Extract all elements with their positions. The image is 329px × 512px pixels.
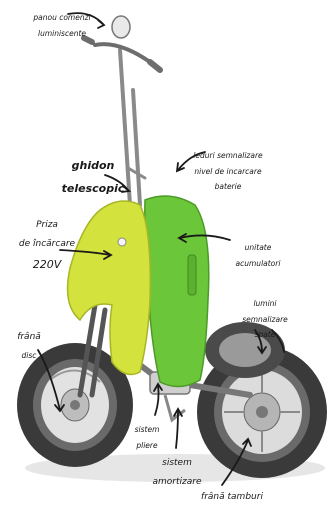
- label-line: acumulatori: [225, 260, 291, 268]
- battery-led-strip: [188, 255, 196, 295]
- label-line: baterie: [182, 183, 274, 191]
- label-line: panou comenzi: [26, 14, 98, 22]
- label-line: leduri semnalizare: [182, 152, 274, 160]
- label-line: sistem: [142, 459, 212, 468]
- label-drum-brake: frână tamburi: [172, 484, 292, 512]
- label-line: ghidon: [58, 160, 128, 172]
- label-line: frână: [4, 333, 54, 342]
- label-line: luminiscente: [26, 30, 98, 38]
- label-line: unitate: [225, 244, 291, 252]
- label-line: lumini: [232, 300, 298, 308]
- label-line: pliere: [126, 442, 168, 450]
- label-line: sistem: [126, 426, 168, 434]
- label-handlebar: ghidon telescopic: [58, 148, 128, 206]
- label-display-panel: panou comenzi luminiscente: [26, 6, 98, 45]
- label-line: 220V: [12, 259, 82, 271]
- label-line: semnalizare: [232, 316, 298, 324]
- charging-socket: [118, 238, 126, 246]
- label-line: spate: [232, 331, 298, 339]
- scooter-sketch: panou comenzi luminiscente ghidon telesc…: [0, 0, 329, 501]
- label-charging-socket: Priza de încărcare 220V: [12, 212, 82, 280]
- label-line: de încărcare: [12, 240, 82, 249]
- label-battery-leds: leduri semnalizare nivel de incarcare ba…: [182, 144, 274, 199]
- label-line: nivel de incarcare: [182, 168, 274, 176]
- label-signal-lights: lumini semnalizare spate: [232, 292, 298, 347]
- rear-body: [145, 196, 209, 387]
- label-line: telescopic: [58, 183, 128, 195]
- label-line: Priza: [12, 221, 82, 230]
- label-line: frână tamburi: [172, 493, 292, 502]
- label-line: disc: [4, 352, 54, 360]
- label-disc-brake: frână disc: [4, 324, 54, 370]
- label-battery-units: unitate acumulatori: [225, 236, 291, 275]
